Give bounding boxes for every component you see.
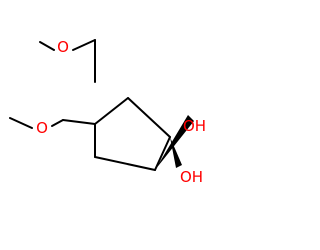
oxygen-label-top: O bbox=[57, 38, 69, 56]
oxygen-label-bottom: O bbox=[36, 119, 48, 137]
molecule-structure-diagram: O O OH OH bbox=[0, 0, 250, 250]
bond-methyl-o-bottom bbox=[9, 117, 33, 129]
bond-o-ch2-bottom bbox=[51, 119, 64, 127]
hydroxyl-label-top: OH bbox=[183, 117, 206, 135]
bond-ch2-c4-bottom bbox=[62, 119, 96, 125]
bond-ring-c1-c2 bbox=[154, 136, 171, 171]
hydroxyl-label-bottom: OH bbox=[180, 168, 203, 186]
wedge-bond-bottom-oh bbox=[170, 137, 182, 168]
background bbox=[0, 0, 250, 250]
wedge-bond-top-oh bbox=[155, 115, 194, 170]
bond-o-ch2-top bbox=[72, 39, 96, 51]
bond-ring-c2-c3 bbox=[94, 156, 156, 171]
bond-ring-c5-c1 bbox=[127, 97, 171, 138]
bond-ring-c4-c5 bbox=[94, 97, 129, 125]
bond-methyl-o-top bbox=[39, 41, 55, 51]
